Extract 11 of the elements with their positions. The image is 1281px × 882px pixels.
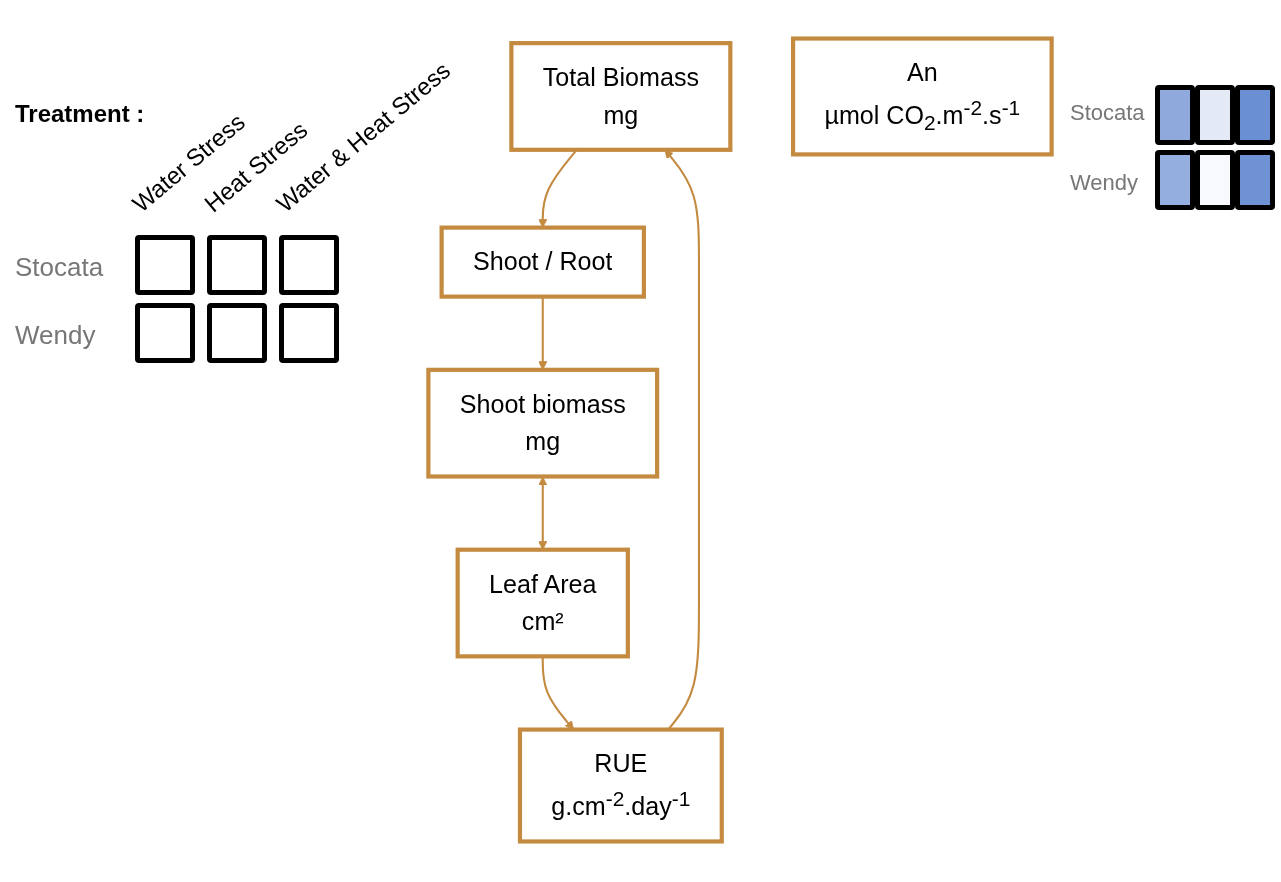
treatment-heading: Treatment : <box>15 100 145 128</box>
node-box: RUE g.cm$^{-2}$.day$^{-1}$ <box>517 727 724 844</box>
node-box: Shoot biomass mg <box>426 367 660 479</box>
node-box: Total Biomass mg <box>509 41 733 152</box>
row-label: Wendy <box>1070 170 1139 196</box>
node-box: An µmol CO$_{2}$.m$^{-2}$.s$^{-1}$ <box>791 36 1054 157</box>
node-box: Shoot / Root <box>439 225 646 299</box>
row-label: Stocata <box>1070 100 1145 126</box>
node-box: Leaf Area cm² <box>455 547 630 659</box>
row-label: Stocata <box>15 252 104 283</box>
row-label: Wendy <box>15 320 96 351</box>
